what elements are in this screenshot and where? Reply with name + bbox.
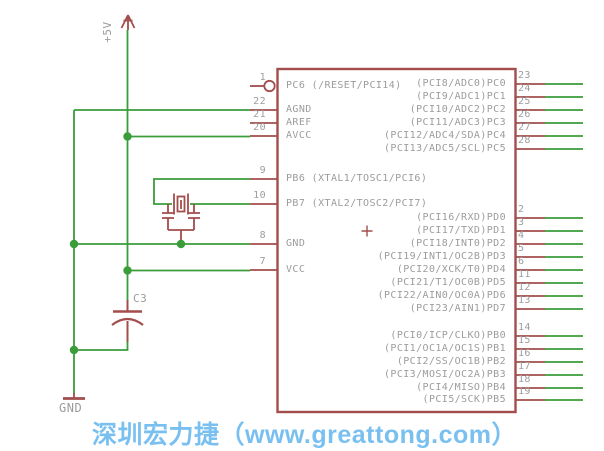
c3-bottom-wire bbox=[74, 342, 129, 351]
right-pin-number: 19 bbox=[518, 386, 531, 397]
right-pin-number: 14 bbox=[518, 322, 531, 333]
left-pin-number: 7 bbox=[259, 256, 266, 267]
right-pin-number: 24 bbox=[518, 83, 531, 94]
right-pin-number: 23 bbox=[518, 70, 531, 81]
right-pin-name: (PCI9/ADC1)PC1 bbox=[416, 91, 506, 102]
left-pin-name: VCC bbox=[286, 264, 306, 275]
origin-cross bbox=[361, 225, 373, 237]
right-pin-number: 12 bbox=[518, 282, 531, 293]
right-pin-name: (PCI1/OC1A/OC1S)PB1 bbox=[384, 343, 506, 354]
right-pin-name: (PCI8/ADC0)PC0 bbox=[416, 78, 506, 89]
right-pin-number: 13 bbox=[518, 295, 531, 306]
right-pin-number: 11 bbox=[518, 269, 531, 280]
right-pin-name: (PCI16/RXD)PD0 bbox=[416, 212, 506, 223]
right-pin-number: 2 bbox=[518, 204, 525, 215]
left-pin-number: 1 bbox=[259, 72, 266, 83]
right-pin-name: (PCI4/MISO)PB4 bbox=[416, 382, 506, 393]
left-pin-number: 20 bbox=[253, 122, 266, 133]
right-pin-name: (PCI10/ADC2)PC2 bbox=[409, 104, 506, 115]
left-pin-number: 22 bbox=[253, 96, 266, 107]
left-pin-number: 10 bbox=[253, 190, 266, 201]
wires bbox=[73, 30, 583, 401]
right-pin-number: 5 bbox=[518, 243, 525, 254]
right-pin-name: (PCI12/ADC4/SDA)PC4 bbox=[384, 130, 506, 141]
left-pin-number: 21 bbox=[253, 109, 266, 120]
right-pin-name: (PCI5/SCK)PB5 bbox=[422, 394, 506, 405]
right-pin-name: (PCI21/T1/OC0B)PD5 bbox=[390, 277, 506, 288]
right-pin-name: (PCI11/ADC3)PC3 bbox=[409, 117, 506, 128]
plus5v-label: +5V bbox=[101, 21, 114, 43]
watermark: 深圳宏力捷（www.greattong.com） bbox=[92, 421, 517, 449]
left-pin-name: PB6 (XTAL1/TOSC1/PCI6) bbox=[286, 173, 428, 184]
pin-stubs bbox=[250, 79, 545, 401]
right-pin-name: (PCI23/AIN1)PD7 bbox=[409, 303, 506, 314]
right-pin-number: 6 bbox=[518, 256, 525, 267]
right-pin-number: 27 bbox=[518, 122, 531, 133]
right-pin-name: (PCI19/INT1/OC2B)PD3 bbox=[377, 251, 506, 262]
reset-inversion-bubble bbox=[263, 79, 276, 93]
load-capacitors-symbol bbox=[162, 204, 200, 243]
right-pin-stubs bbox=[516, 83, 545, 401]
left-pin-name: AGND bbox=[286, 104, 312, 115]
right-pin-name: (PCI0/ICP/CLKO)PB0 bbox=[390, 330, 506, 341]
right-pin-number: 25 bbox=[518, 96, 531, 107]
right-pin-name: (PCI20/XCK/T0)PD4 bbox=[396, 264, 506, 275]
right-pin-number: 4 bbox=[518, 230, 525, 241]
right-pin-number: 26 bbox=[518, 109, 531, 120]
right-bus-wires bbox=[545, 83, 583, 401]
left-pin-stubs bbox=[250, 109, 277, 271]
crystal-symbol bbox=[173, 193, 189, 215]
right-pin-number: 17 bbox=[518, 361, 531, 372]
right-pin-number: 16 bbox=[518, 348, 531, 359]
right-pin-name: (PCI22/AIN0/OC0A)PD6 bbox=[377, 290, 506, 301]
right-pin-name: (PCI13/ADC5/SCL)PC5 bbox=[384, 143, 506, 154]
left-pin-name: AVCC bbox=[286, 130, 312, 141]
left-pin-name: PC6 (/RESET/PCI14) bbox=[286, 80, 402, 91]
left-pin-name: AREF bbox=[286, 117, 312, 128]
junction-dots bbox=[69, 132, 186, 355]
c3-label: C3 bbox=[133, 292, 148, 305]
right-pin-name: (PCI17/TXD)PD1 bbox=[416, 225, 506, 236]
xtal1-wire bbox=[153, 178, 250, 205]
plus5v-symbol bbox=[120, 14, 136, 30]
right-pin-number: 18 bbox=[518, 374, 531, 385]
right-pin-name: (PCI18/INT0)PD2 bbox=[409, 238, 506, 249]
c3-capacitor-symbol bbox=[111, 300, 144, 342]
right-pin-number: 28 bbox=[518, 135, 531, 146]
gnd-symbol bbox=[63, 393, 85, 400]
right-pin-name: (PCI2/SS/OC1B)PB2 bbox=[396, 356, 506, 367]
right-pin-name: (PCI3/MOSI/OC2A)PB3 bbox=[384, 369, 506, 380]
ic-outline bbox=[276, 67, 517, 414]
left-pin-name: GND bbox=[286, 238, 306, 249]
left-pin-name: PB7 (XTAL2/TOSC2/PCI7) bbox=[286, 198, 428, 209]
left-pin-number: 8 bbox=[259, 230, 266, 241]
left-pin-number: 9 bbox=[259, 165, 266, 176]
right-pin-number: 3 bbox=[518, 217, 525, 228]
gnd-label: GND bbox=[59, 401, 83, 415]
right-pin-number: 15 bbox=[518, 335, 531, 346]
